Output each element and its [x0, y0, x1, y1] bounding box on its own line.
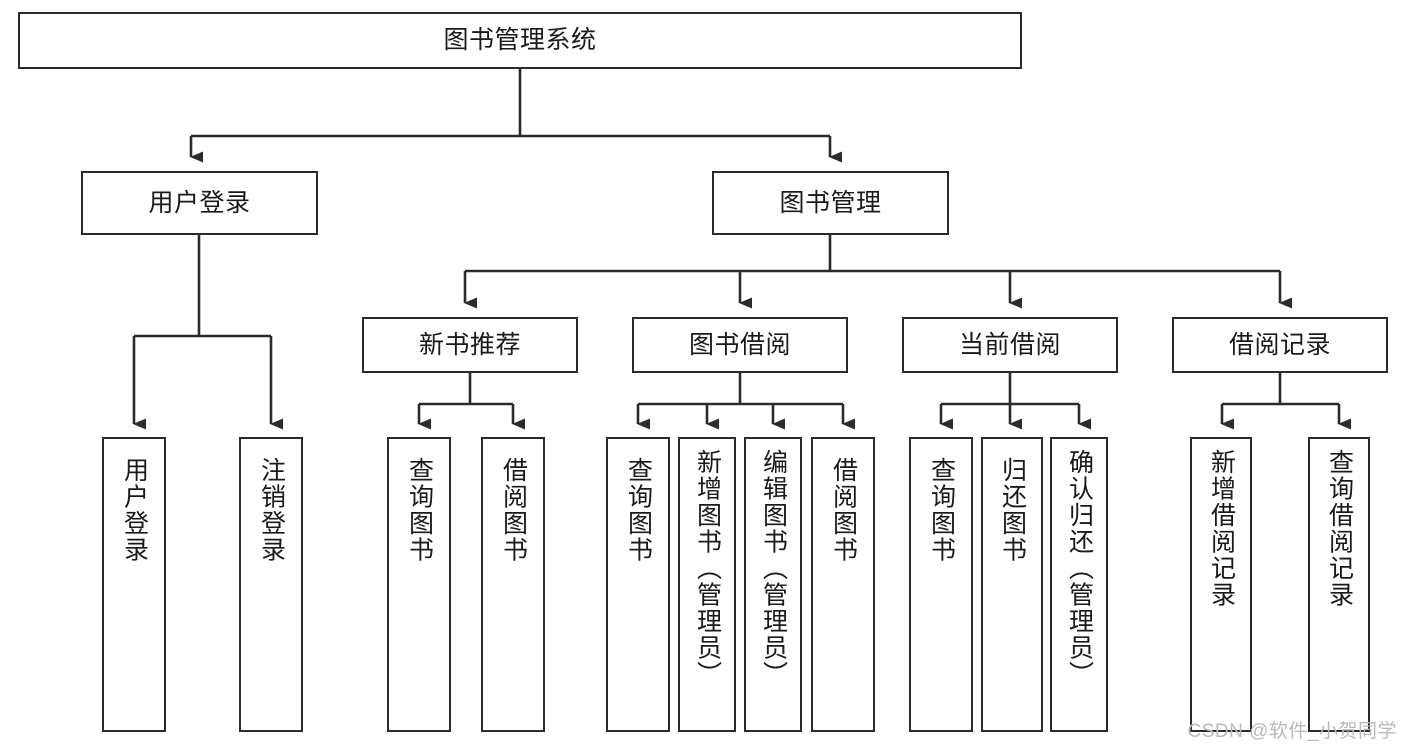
node-new-book-recommend[interactable]: 新书推荐: [362, 317, 578, 373]
leaf-user-login-logout[interactable]: 注销登录: [239, 437, 303, 732]
node-label: 图书管理系统: [443, 26, 597, 55]
node-label: 当前借阅: [958, 330, 1061, 359]
node-label: 注销登录: [257, 457, 286, 563]
node-book-borrow[interactable]: 图书借阅: [632, 317, 848, 373]
leaf-borrow-add-book-admin[interactable]: 新增图书（管理员）: [678, 437, 736, 732]
node-label: 新增图书（管理员）: [693, 449, 722, 688]
leaf-current-return-book[interactable]: 归还图书: [981, 437, 1043, 732]
leaf-current-confirm-return-admin[interactable]: 确认归还（管理员）: [1050, 437, 1108, 732]
node-label: 新增借阅记录: [1207, 449, 1236, 608]
csdn-watermark: CSDN @软件_小贺同学: [1187, 721, 1397, 742]
node-label: 查询借阅记录: [1325, 449, 1354, 608]
leaf-user-login-login[interactable]: 用户登录: [102, 437, 166, 732]
node-label: 借阅图书: [829, 457, 858, 563]
leaf-borrow-borrow-book[interactable]: 借阅图书: [811, 437, 875, 732]
leaf-new-book-borrow[interactable]: 借阅图书: [481, 437, 545, 732]
leaf-record-query-record[interactable]: 查询借阅记录: [1308, 437, 1370, 732]
leaf-new-book-query[interactable]: 查询图书: [387, 437, 451, 732]
leaf-current-query-book[interactable]: 查询图书: [909, 437, 973, 732]
node-label: 查询图书: [927, 457, 956, 563]
node-label: 编辑图书（管理员）: [759, 449, 788, 688]
node-label: 查询图书: [624, 457, 653, 563]
node-root-book-management-system[interactable]: 图书管理系统: [18, 12, 1022, 69]
node-label: 查询图书: [405, 457, 434, 563]
node-user-login[interactable]: 用户登录: [81, 171, 318, 235]
node-label: 图书借阅: [688, 330, 791, 359]
node-label: 确认归还（管理员）: [1065, 449, 1094, 688]
node-label: 用户登录: [148, 188, 251, 217]
node-label: 用户登录: [120, 457, 149, 563]
leaf-borrow-query-book[interactable]: 查询图书: [606, 437, 670, 732]
leaf-record-add-record[interactable]: 新增借阅记录: [1190, 437, 1252, 732]
node-label: 新书推荐: [418, 330, 521, 359]
node-book-management[interactable]: 图书管理: [712, 171, 949, 235]
node-label: 借阅记录: [1228, 330, 1331, 359]
node-borrow-record[interactable]: 借阅记录: [1172, 317, 1388, 373]
node-label: 归还图书: [998, 457, 1027, 563]
node-current-borrow[interactable]: 当前借阅: [902, 317, 1118, 373]
leaf-borrow-edit-book-admin[interactable]: 编辑图书（管理员）: [744, 437, 802, 732]
node-label: 借阅图书: [499, 457, 528, 563]
node-label: 图书管理: [779, 188, 882, 217]
